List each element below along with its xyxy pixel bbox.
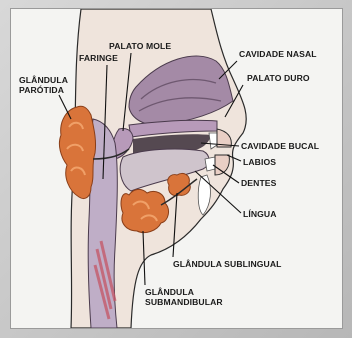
label-lingua: LÍNGUA bbox=[243, 209, 277, 219]
lower-teeth bbox=[205, 157, 215, 171]
label-glandula-parotida-line1: GLÂNDULA bbox=[19, 74, 68, 85]
digestive-anatomy-diagram: PALATO MOLE FARINGE GLÂNDULA PARÓTIDA CA… bbox=[11, 9, 342, 328]
label-glandula-parotida-line2: PARÓTIDA bbox=[19, 84, 64, 95]
label-cavidade-nasal: CAVIDADE NASAL bbox=[239, 49, 317, 59]
label-palato-duro: PALATO DURO bbox=[247, 73, 310, 83]
diagram-panel: PALATO MOLE FARINGE GLÂNDULA PARÓTIDA CA… bbox=[10, 8, 343, 329]
label-glandula-submandibular-line2: SUBMANDIBULAR bbox=[145, 297, 223, 307]
label-labios: LABIOS bbox=[243, 157, 276, 167]
label-dentes: DENTES bbox=[241, 178, 277, 188]
label-glandula-submandibular-line1: GLÂNDULA bbox=[145, 286, 194, 297]
label-glandula-sublingual: GLÂNDULA SUBLINGUAL bbox=[173, 258, 282, 269]
label-palato-mole: PALATO MOLE bbox=[109, 41, 171, 51]
label-cavidade-bucal: CAVIDADE BUCAL bbox=[241, 141, 319, 151]
label-faringe: FARINGE bbox=[79, 53, 118, 63]
